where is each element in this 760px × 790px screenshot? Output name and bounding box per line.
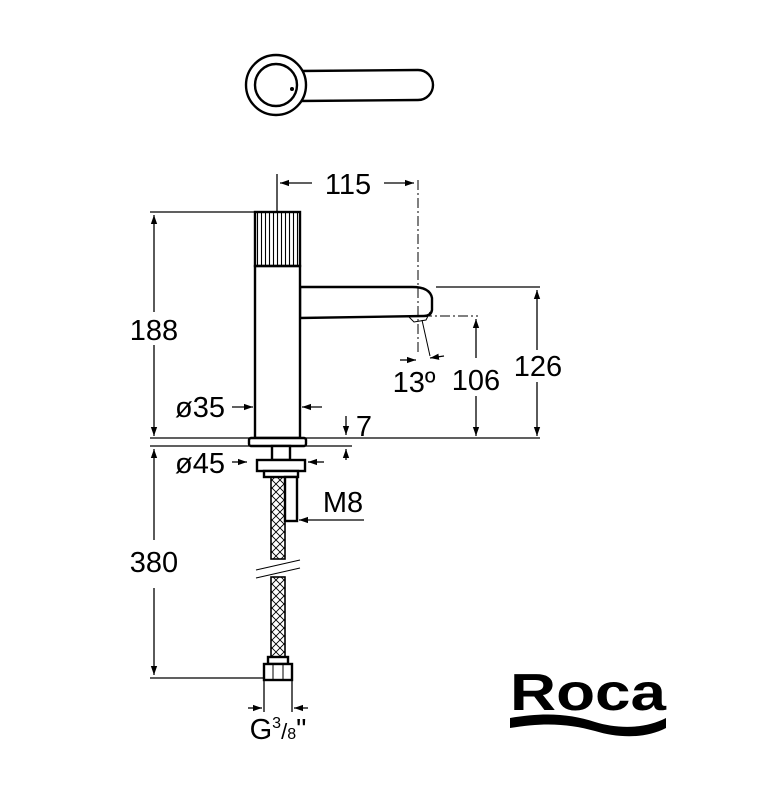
- top-view-lever: [297, 68, 435, 103]
- spout: [298, 285, 434, 320]
- label-spout-reach: 115: [325, 169, 371, 201]
- label-total-height: 188: [130, 315, 178, 347]
- break-line-2: [255, 567, 301, 579]
- angle-line: [421, 319, 431, 357]
- logo-wave: [510, 714, 666, 737]
- break-line-1: [255, 559, 301, 571]
- hose-nut: [262, 662, 294, 682]
- label-base-thickness: 7: [356, 411, 372, 443]
- dim-angle-right: [429, 353, 445, 360]
- label-fixing-rod: M8: [323, 487, 363, 519]
- dimension-labels: 115 188 126 106 13º ø35 7 ø45 M8 380 G3/…: [130, 169, 562, 746]
- label-spout-height: 106: [452, 365, 500, 397]
- reference-lines: [150, 174, 540, 712]
- top-view-body-inner: [253, 62, 299, 108]
- mount-neck: [270, 444, 292, 462]
- roca-logo: Roca: [510, 664, 667, 737]
- label-body-diameter: ø35: [175, 392, 225, 424]
- fixing-rod: [283, 475, 299, 523]
- top-view-indicator-dot: [290, 87, 294, 91]
- dimension-lines: [150, 179, 541, 712]
- body: [253, 264, 302, 440]
- label-hose-length: 380: [130, 547, 178, 579]
- label-spout-angle: 13º: [393, 367, 436, 399]
- label-connection: G3/8": [250, 714, 307, 746]
- knurled-handle: [253, 210, 302, 268]
- label-outlet-height: 126: [514, 351, 562, 383]
- base-ring: [247, 436, 308, 448]
- label-base-diameter: ø45: [175, 448, 225, 480]
- side-view-mixer: [247, 210, 434, 682]
- hose-upper: [270, 476, 286, 560]
- hose-lower: [270, 576, 286, 658]
- logo-text: Roca: [510, 664, 667, 722]
- top-view: [244, 53, 435, 117]
- fixing-washer: [255, 458, 307, 473]
